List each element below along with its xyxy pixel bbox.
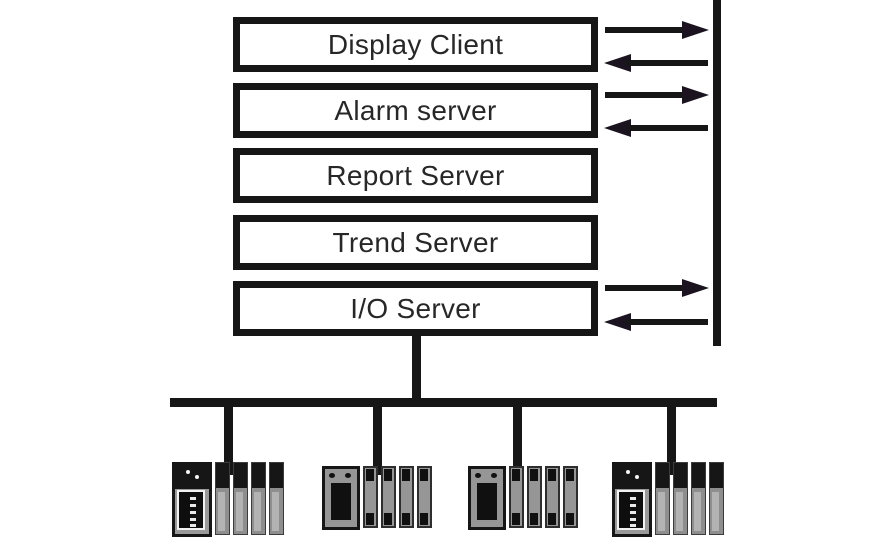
server-box-label: I/O Server xyxy=(350,292,481,324)
io-adapter-module xyxy=(322,466,360,530)
led-dot xyxy=(475,473,481,478)
io-module-slat xyxy=(251,462,266,535)
arrow-right-icon xyxy=(605,86,709,104)
io-module-slat xyxy=(381,466,396,528)
server-box-display-client: Display Client xyxy=(233,17,598,72)
plc-cpu-module xyxy=(172,462,212,537)
io-module-slat xyxy=(233,462,248,535)
plc-rack-icon xyxy=(322,466,432,530)
arrow-left-icon xyxy=(604,54,708,72)
io-module-slat xyxy=(215,462,230,535)
led-dot xyxy=(626,470,630,474)
plc-rack-icon xyxy=(612,462,724,537)
led-dot xyxy=(195,475,199,479)
io-server-connector-line xyxy=(412,334,421,398)
server-box-label: Display Client xyxy=(327,28,504,60)
io-module-slat xyxy=(417,466,432,528)
io-module-slat xyxy=(563,466,578,528)
io-module-slat xyxy=(709,462,724,535)
led-dot xyxy=(329,473,335,478)
io-module-slat xyxy=(655,462,670,535)
fieldbus-drop-line xyxy=(373,403,382,475)
server-box-report-server: Report Server xyxy=(233,148,598,203)
cpu-display xyxy=(177,490,205,530)
io-module-slat xyxy=(399,466,414,528)
server-box-alarm-server: Alarm server xyxy=(233,83,598,138)
fieldbus-drop-line xyxy=(667,403,676,475)
module-window xyxy=(331,483,351,520)
arrow-right-icon xyxy=(605,21,709,39)
arrow-left-icon xyxy=(604,119,708,137)
io-module-slat xyxy=(509,466,524,528)
plc-rack-icon xyxy=(172,462,284,537)
module-top-band xyxy=(615,465,649,489)
io-module-slat xyxy=(673,462,688,535)
io-module-slat xyxy=(527,466,542,528)
network-vertical-line xyxy=(713,0,721,346)
plc-rack-icon xyxy=(468,466,578,530)
fieldbus-drop-line xyxy=(513,403,522,475)
io-module-slat xyxy=(269,462,284,535)
arrow-right-icon xyxy=(605,279,709,297)
server-box-label: Alarm server xyxy=(334,94,497,126)
led-dot xyxy=(491,473,497,478)
led-dot xyxy=(186,470,190,474)
io-module-slat xyxy=(545,466,560,528)
server-box-label: Report Server xyxy=(326,159,505,191)
server-box-io-server: I/O Server xyxy=(233,281,598,336)
module-window xyxy=(477,483,497,520)
arrow-left-icon xyxy=(604,313,708,331)
io-module-slat xyxy=(363,466,378,528)
fieldbus-horizontal-line xyxy=(170,398,717,407)
led-dot xyxy=(635,475,639,479)
server-box-label: Trend Server xyxy=(332,226,499,258)
led-dot xyxy=(345,473,351,478)
fieldbus-drop-line xyxy=(224,403,233,475)
cpu-display xyxy=(617,490,645,530)
io-module-slat xyxy=(691,462,706,535)
io-adapter-module xyxy=(468,466,506,530)
plc-cpu-module xyxy=(612,462,652,537)
server-box-trend-server: Trend Server xyxy=(233,215,598,270)
module-top-band xyxy=(175,465,209,489)
